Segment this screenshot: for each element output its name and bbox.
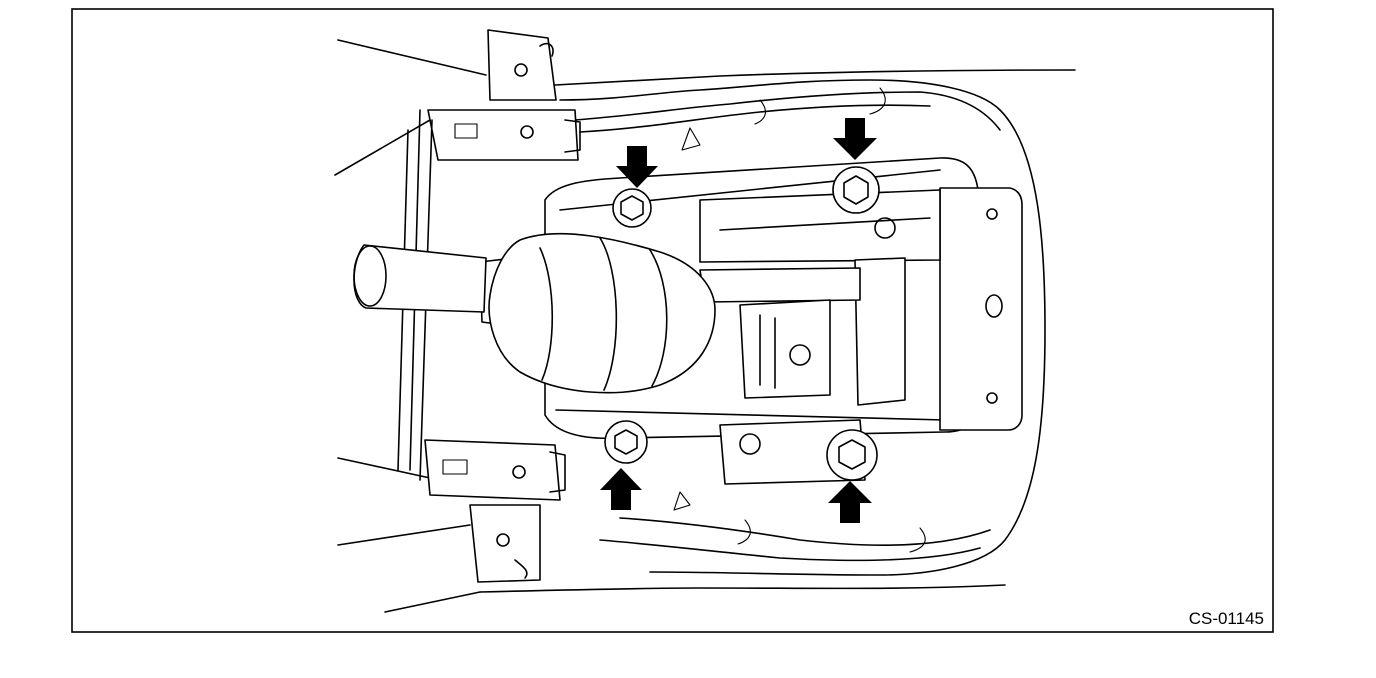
arrow-up-icon	[600, 468, 642, 510]
left-mounting-bracket	[397, 29, 581, 583]
bolt-icon	[832, 166, 880, 214]
arrow-up-icon	[828, 481, 872, 523]
figure-code: CS-01145	[1189, 609, 1264, 628]
bolt-icon	[826, 429, 878, 481]
shift-lever	[353, 232, 716, 394]
figure-frame	[71, 8, 1274, 633]
shift-linkage	[699, 189, 941, 485]
floor-tunnel	[334, 39, 1076, 613]
bolt-icon	[612, 188, 652, 228]
arrow-down-icon	[833, 118, 877, 160]
bolt-icon	[604, 420, 648, 464]
end-plate	[939, 187, 1023, 431]
arrow-down-icon	[616, 146, 658, 188]
